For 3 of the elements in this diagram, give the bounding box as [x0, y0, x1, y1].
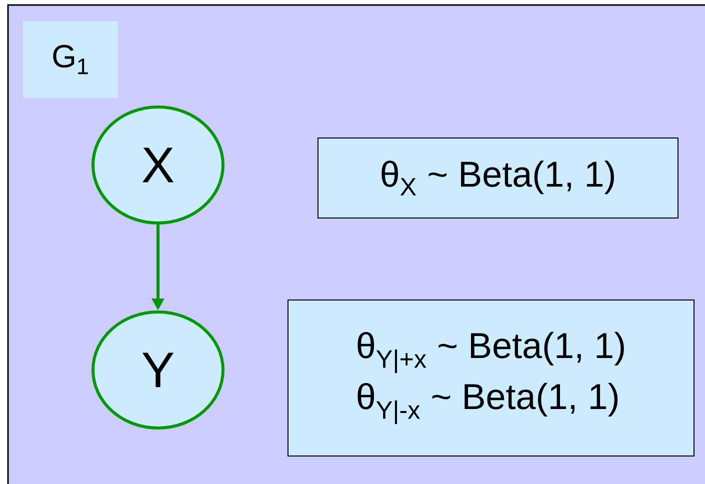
prior-box: θ$_{X}$ ~ Beta(1, 1) — [318, 138, 678, 218]
prior-box: θ$_{Y|+x}$ ~ Beta(1, 1) θ$_{Y|-x}$ ~ Beta(1, 1) — [288, 299, 694, 456]
graph-label-box: G$_{1}$ — [23, 21, 118, 98]
